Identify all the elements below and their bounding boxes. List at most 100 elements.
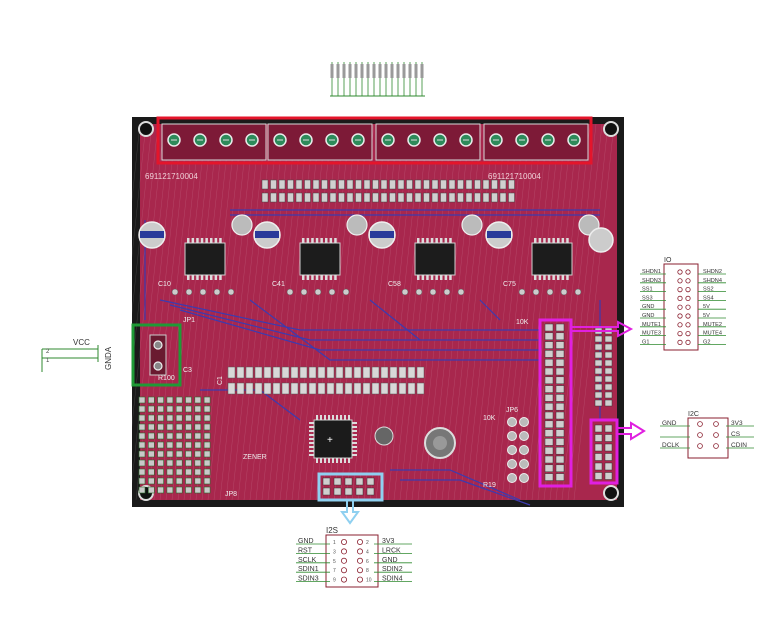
net-label: MUTE2 — [703, 322, 722, 328]
header-pin — [594, 383, 603, 391]
proto-pad — [166, 441, 174, 449]
net-label: CS — [731, 431, 741, 438]
header-pin — [544, 429, 554, 437]
header-pin — [304, 192, 311, 203]
header-pin — [499, 179, 507, 190]
resistor — [326, 382, 335, 395]
header-pin — [594, 472, 603, 480]
part-number-right: 691121710004 — [488, 172, 541, 181]
header-pin — [555, 402, 565, 411]
resistor — [308, 366, 317, 379]
cap-label-c10: C10 — [158, 281, 171, 288]
resistor — [326, 366, 335, 379]
trace — [369, 299, 421, 341]
header-pin — [555, 385, 565, 393]
proto-pad — [157, 432, 164, 440]
proto-pad — [138, 459, 146, 467]
label-10k-b: 10K — [516, 319, 529, 326]
proto-pad — [175, 432, 183, 440]
header-pin — [363, 179, 371, 190]
resistor — [371, 366, 380, 379]
proto-pad — [138, 468, 146, 476]
net-label-mark — [390, 64, 394, 78]
header-pin — [544, 332, 554, 341]
proto-pad — [166, 468, 174, 476]
proto-pad — [175, 459, 183, 467]
header-pin — [544, 411, 554, 420]
header-pin — [261, 192, 269, 203]
net-label: 3V3 — [382, 538, 395, 545]
label-zener: ZENER — [243, 454, 267, 461]
resistor — [353, 382, 362, 395]
proto-pad — [157, 486, 164, 494]
proto-pad — [166, 423, 174, 431]
proto-pad — [194, 423, 202, 431]
header-pin — [431, 179, 439, 190]
header-pin — [322, 487, 331, 496]
proto-pad — [148, 396, 155, 404]
resistor — [272, 366, 281, 379]
proto-pad — [203, 423, 211, 431]
header-pin — [491, 192, 498, 203]
schematic-pin — [356, 557, 363, 564]
resistor — [398, 366, 407, 379]
proto-pad — [203, 396, 211, 404]
resistor — [380, 366, 389, 379]
header-pin — [594, 443, 603, 452]
header-pin — [338, 192, 345, 203]
proto-pad — [203, 405, 211, 413]
proto-pad — [194, 405, 202, 413]
cap-label-c58: C58 — [388, 281, 401, 288]
via-pad — [213, 288, 221, 296]
proto-pad — [148, 486, 155, 494]
schematic-pin — [356, 539, 363, 546]
net-label-mark — [372, 64, 376, 78]
header-pin — [604, 462, 613, 471]
net-label-mark — [414, 64, 418, 78]
pin-number: 3 — [333, 549, 336, 555]
header-pin — [423, 179, 430, 190]
header-pin — [380, 179, 388, 190]
trace — [159, 299, 540, 331]
schematic-pin — [697, 432, 703, 438]
net-label: SS1 — [642, 287, 653, 293]
proto-pad — [175, 468, 183, 476]
pin-number: 8 — [366, 568, 369, 574]
schematic-pin — [685, 330, 691, 337]
power-connector — [149, 334, 167, 376]
proto-pad — [194, 468, 202, 476]
schematic-pin — [677, 313, 683, 319]
cap-label-c41: C41 — [272, 281, 285, 288]
trace — [249, 299, 540, 361]
net-label: SHDN3 — [642, 278, 661, 284]
jumper-pad — [507, 431, 517, 441]
header-pin — [431, 192, 439, 203]
via-pad — [429, 288, 437, 296]
schematic-pin — [713, 421, 719, 427]
header-pin — [287, 179, 294, 190]
resistor — [416, 382, 425, 395]
proto-pad — [175, 450, 183, 458]
highlight-io-box — [538, 318, 573, 488]
jumper-pad — [519, 459, 529, 469]
header-pin — [355, 477, 364, 486]
amplifier-chip — [414, 242, 456, 276]
header-pin — [346, 192, 354, 203]
via-pad — [199, 288, 207, 296]
header-pin — [555, 464, 565, 473]
net-label: GND — [298, 538, 314, 545]
resistor — [317, 366, 326, 379]
net-label: SHDN1 — [642, 269, 661, 275]
schematic-pin — [677, 286, 683, 293]
proto-pad — [185, 459, 192, 467]
header-pin — [474, 179, 481, 190]
part-number-left: 691121710004 — [145, 172, 198, 181]
header-pin — [594, 343, 603, 351]
jumper-pad — [519, 417, 529, 427]
header-pin — [389, 192, 396, 203]
schematic-pin — [340, 567, 347, 574]
resistor — [353, 366, 362, 379]
proto-pad — [148, 450, 155, 458]
header-pin — [508, 192, 515, 203]
jumper-pad — [507, 445, 517, 455]
